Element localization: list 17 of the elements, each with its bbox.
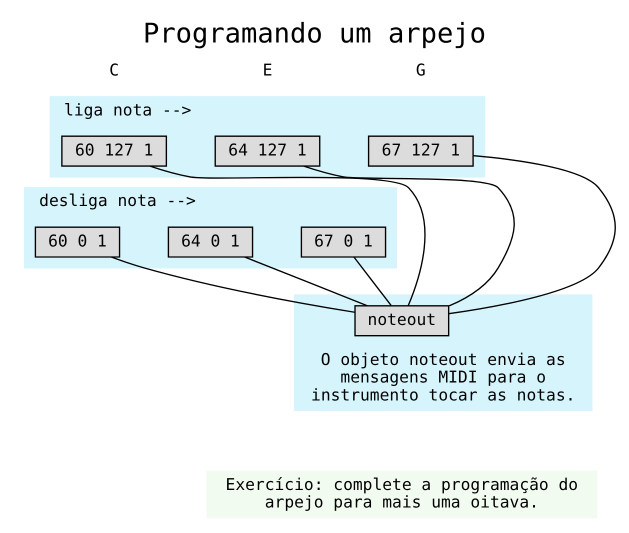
node-box: noteout xyxy=(354,305,450,336)
node-box: 67 0 1 xyxy=(300,226,386,258)
connector xyxy=(244,256,368,306)
label: G xyxy=(416,60,426,80)
node-box: 64 127 1 xyxy=(214,136,320,167)
connector xyxy=(150,166,426,306)
node-box: 67 127 1 xyxy=(368,136,474,167)
diagram-title: Programando um arpejo xyxy=(143,18,486,50)
node-box: 60 127 1 xyxy=(61,136,168,167)
node-box: 60 0 1 xyxy=(34,226,120,258)
label: C xyxy=(109,60,120,80)
connector xyxy=(304,165,515,307)
connector xyxy=(111,256,355,313)
connector xyxy=(448,155,616,314)
connector xyxy=(353,256,392,306)
node-box: 64 0 1 xyxy=(168,226,254,258)
label: E xyxy=(262,60,272,80)
